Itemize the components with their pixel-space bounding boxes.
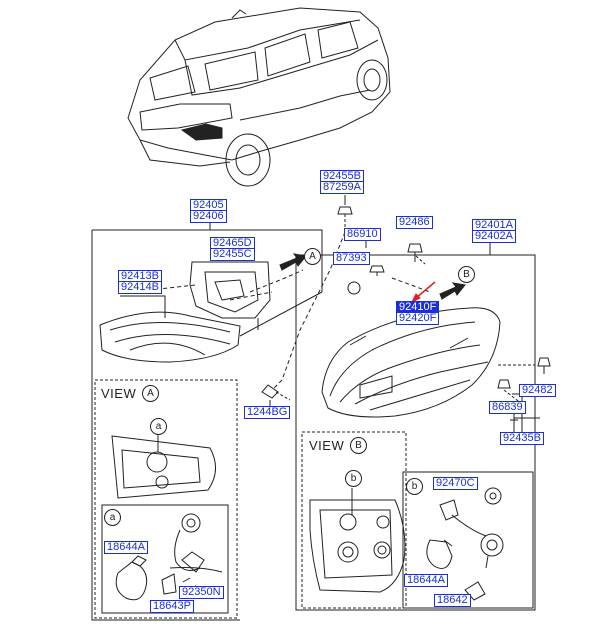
vehicle-illustration <box>127 7 391 187</box>
view-a-title: VIEW <box>101 386 137 401</box>
view-b-title: VIEW <box>309 438 345 453</box>
view-a-letter: A <box>142 385 159 402</box>
part-label-18644a-right[interactable]: 18644A <box>404 574 448 587</box>
part-label-92420f[interactable]: 92420F <box>396 312 440 325</box>
callout-b-view: b <box>345 470 362 487</box>
part-label-18642[interactable]: 18642 <box>434 594 471 607</box>
part-label-92414b[interactable]: 92414B <box>118 281 162 294</box>
part-label-92482[interactable]: 92482 <box>519 384 556 397</box>
arrow-callout-a: A <box>304 248 321 265</box>
callout-a-view: a <box>150 418 167 435</box>
part-label-92406[interactable]: 92406 <box>190 210 227 223</box>
left-assembly-frame <box>91 222 323 621</box>
part-label-92402a[interactable]: 92402A <box>472 230 516 243</box>
callout-a-box: a <box>104 509 121 526</box>
highlight-arrow <box>410 281 436 304</box>
part-label-92486[interactable]: 92486 <box>396 216 433 229</box>
part-label-92350n[interactable]: 92350N <box>179 586 224 599</box>
part-label-87393[interactable]: 87393 <box>333 252 370 265</box>
part-label-92435b[interactable]: 92435B <box>500 432 544 445</box>
part-label-92455c[interactable]: 92455C <box>210 248 255 261</box>
view-b-letter: B <box>350 437 367 454</box>
part-label-18643p[interactable]: 18643P <box>150 600 194 613</box>
part-label-18644a-left[interactable]: 18644A <box>104 541 148 554</box>
part-label-92470c[interactable]: 92470C <box>433 477 478 490</box>
arrow-callout-b: B <box>458 266 475 283</box>
part-label-87259a[interactable]: 87259A <box>320 181 364 194</box>
leader-lines-left <box>149 269 304 301</box>
part-label-86839[interactable]: 86839 <box>489 401 526 414</box>
part-label-1244bg[interactable]: 1244BG <box>244 406 291 419</box>
part-label-86910[interactable]: 86910 <box>344 228 381 241</box>
callout-b-box: b <box>406 478 423 495</box>
right-assembly-frame <box>295 243 551 611</box>
center-hardware <box>261 195 466 406</box>
